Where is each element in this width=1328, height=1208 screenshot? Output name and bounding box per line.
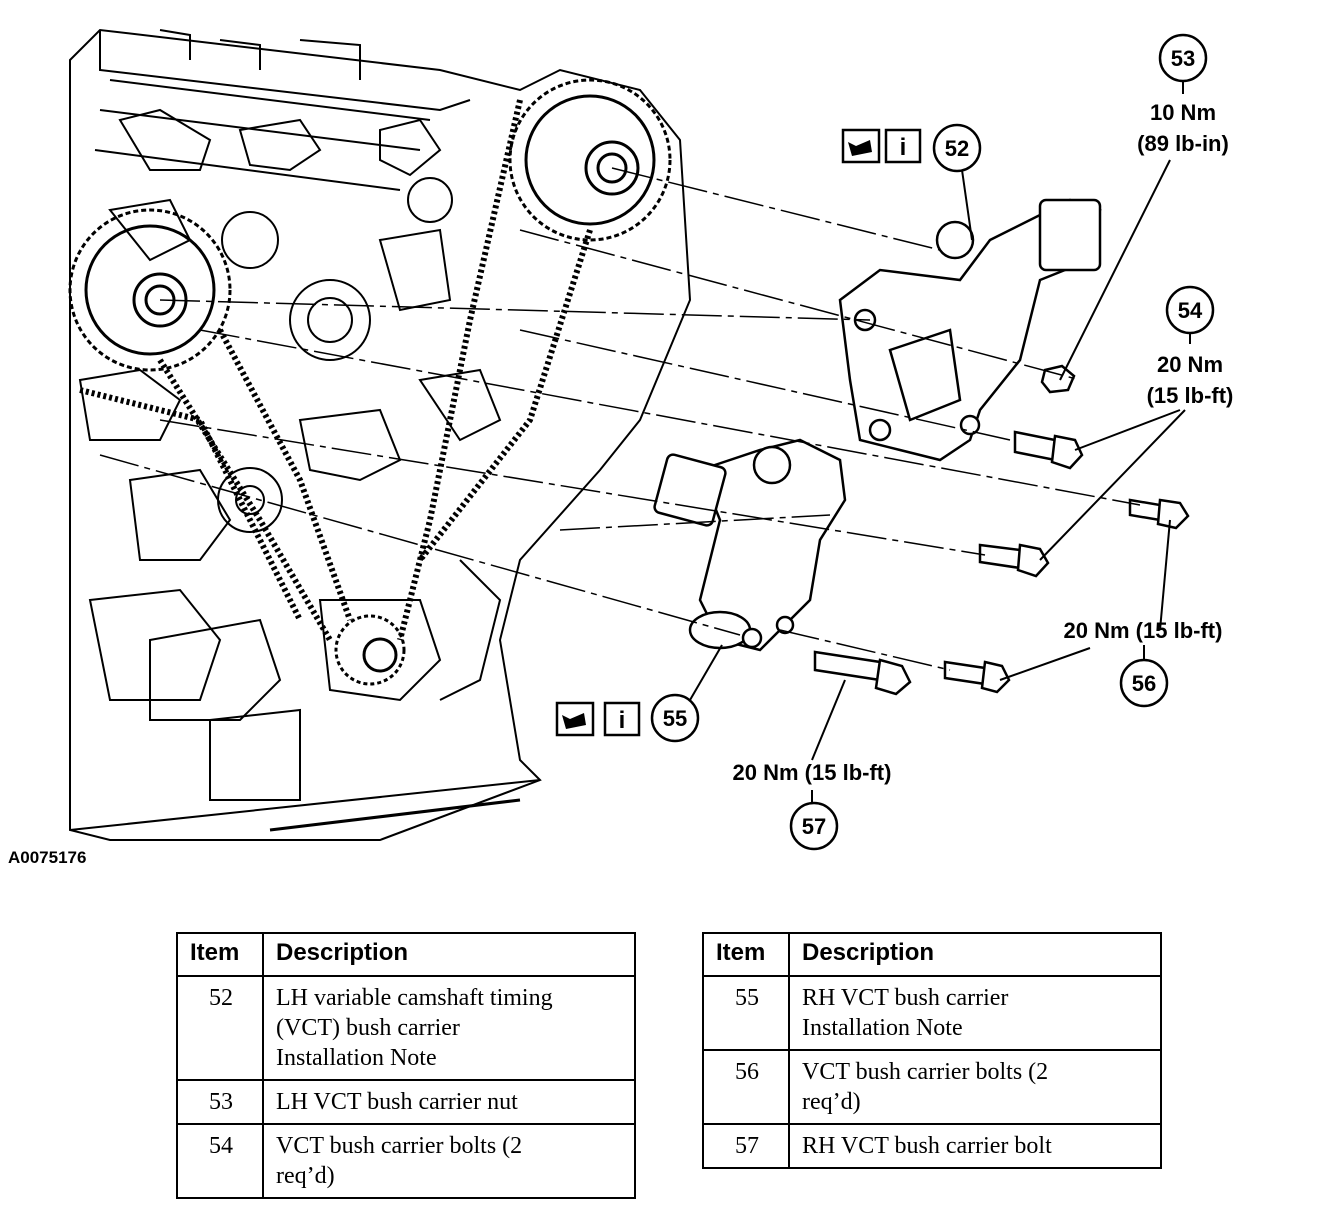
item-description: LH VCT bush carrier nut: [262, 1079, 636, 1125]
torque-57: 20 Nm (15 lb-ft): [733, 760, 892, 785]
description-line: RH VCT bush carrier bolt: [802, 1133, 1052, 1159]
rh-vct-bush-carrier: [653, 438, 847, 652]
info-icon: i: [884, 128, 922, 164]
torque-54-imperial: (15 lb-ft): [1147, 383, 1234, 408]
callout-group-53: 53 10 Nm (89 lb-in): [1137, 33, 1229, 156]
callout-54: 54: [1178, 298, 1203, 323]
item-number: 53: [176, 1079, 264, 1125]
description-line: VCT bush carrier bolts (2: [802, 1059, 1049, 1085]
torque-53-metric: 10 Nm: [1150, 100, 1216, 125]
description-line: RH VCT bush carrier: [802, 985, 1009, 1011]
item-number: 57: [702, 1123, 790, 1169]
item-description: RH VCT bush carrier bolt: [788, 1123, 1162, 1169]
item-description: VCT bush carrier bolts (2 req’d): [788, 1049, 1162, 1125]
description-line: LH variable camshaft timing: [276, 985, 553, 1011]
callout-group-54: 54 20 Nm (15 lb-ft): [1147, 285, 1234, 408]
table-row: 53 LH VCT bush carrier nut: [176, 1079, 636, 1125]
torque-54-metric: 20 Nm: [1157, 352, 1223, 377]
item-description: RH VCT bush carrier Installation Note: [788, 975, 1162, 1051]
description-line: Installation Note: [276, 1045, 437, 1071]
callout-52: 52: [945, 136, 969, 161]
description-line: req’d): [276, 1163, 335, 1189]
description-column-header: Description: [262, 932, 636, 977]
callout-group-57: 20 Nm (15 lb-ft) 57: [733, 760, 892, 851]
item-number: 55: [702, 975, 790, 1051]
info-icon-glyph: i: [900, 134, 907, 161]
description-line: req’d): [802, 1089, 861, 1115]
callout-group-55: i 55: [555, 693, 700, 743]
callout-53: 53: [1171, 46, 1195, 71]
torque-56: 20 Nm (15 lb-ft): [1064, 618, 1223, 643]
callout-group-56: 20 Nm (15 lb-ft) 56: [1064, 618, 1223, 708]
description-line: LH VCT bush carrier nut: [276, 1089, 518, 1115]
callout-57: 57: [802, 814, 826, 839]
engine-block-illustration: [69, 28, 692, 841]
timing-chains: [79, 99, 593, 642]
description-line: (VCT) bush carrier: [276, 1015, 460, 1041]
item-column-header: Item: [176, 932, 264, 977]
callout-56: 56: [1132, 671, 1156, 696]
table-row: 52 LH variable camshaft timing (VCT) bus…: [176, 975, 636, 1081]
item-description: VCT bush carrier bolts (2 req’d): [262, 1123, 636, 1199]
alignment-lines: [99, 167, 1141, 671]
callout-55: 55: [663, 706, 687, 731]
item-description: LH variable camshaft timing (VCT) bush c…: [262, 975, 636, 1081]
leader-lines: [689, 82, 1191, 802]
oil-can-icon: [841, 128, 881, 164]
table-header-row: Item Description: [702, 932, 1162, 977]
legend-table-left: Item Description 52 LH variable camshaft…: [176, 932, 636, 1199]
figure-id: A0075176: [8, 848, 87, 867]
item-number: 52: [176, 975, 264, 1081]
item-column-header: Item: [702, 932, 790, 977]
table-row: 56 VCT bush carrier bolts (2 req’d): [702, 1049, 1162, 1125]
legend-table-right: Item Description 55 RH VCT bush carrier …: [702, 932, 1162, 1169]
description-column-header: Description: [788, 932, 1162, 977]
callout-group-52: i 52: [841, 123, 982, 173]
bolts-and-nut: [813, 364, 1190, 696]
item-number: 54: [176, 1123, 264, 1199]
description-line: VCT bush carrier bolts (2: [276, 1133, 523, 1159]
item-number: 56: [702, 1049, 790, 1125]
description-line: Installation Note: [802, 1015, 963, 1041]
exploded-engine-diagram: i 52 53 10 Nm (89 lb-in) 54 20 Nm (15 lb…: [68, 28, 1234, 851]
table-row: 55 RH VCT bush carrier Installation Note: [702, 975, 1162, 1051]
info-icon: i: [603, 701, 641, 737]
torque-53-imperial: (89 lb-in): [1137, 131, 1229, 156]
oil-can-icon: [555, 701, 595, 737]
table-row: 54 VCT bush carrier bolts (2 req’d): [176, 1123, 636, 1199]
table-header-row: Item Description: [176, 932, 636, 977]
table-row: 57 RH VCT bush carrier bolt: [702, 1123, 1162, 1169]
info-icon-glyph: i: [619, 707, 626, 734]
lh-vct-bush-carrier: [838, 198, 1102, 462]
